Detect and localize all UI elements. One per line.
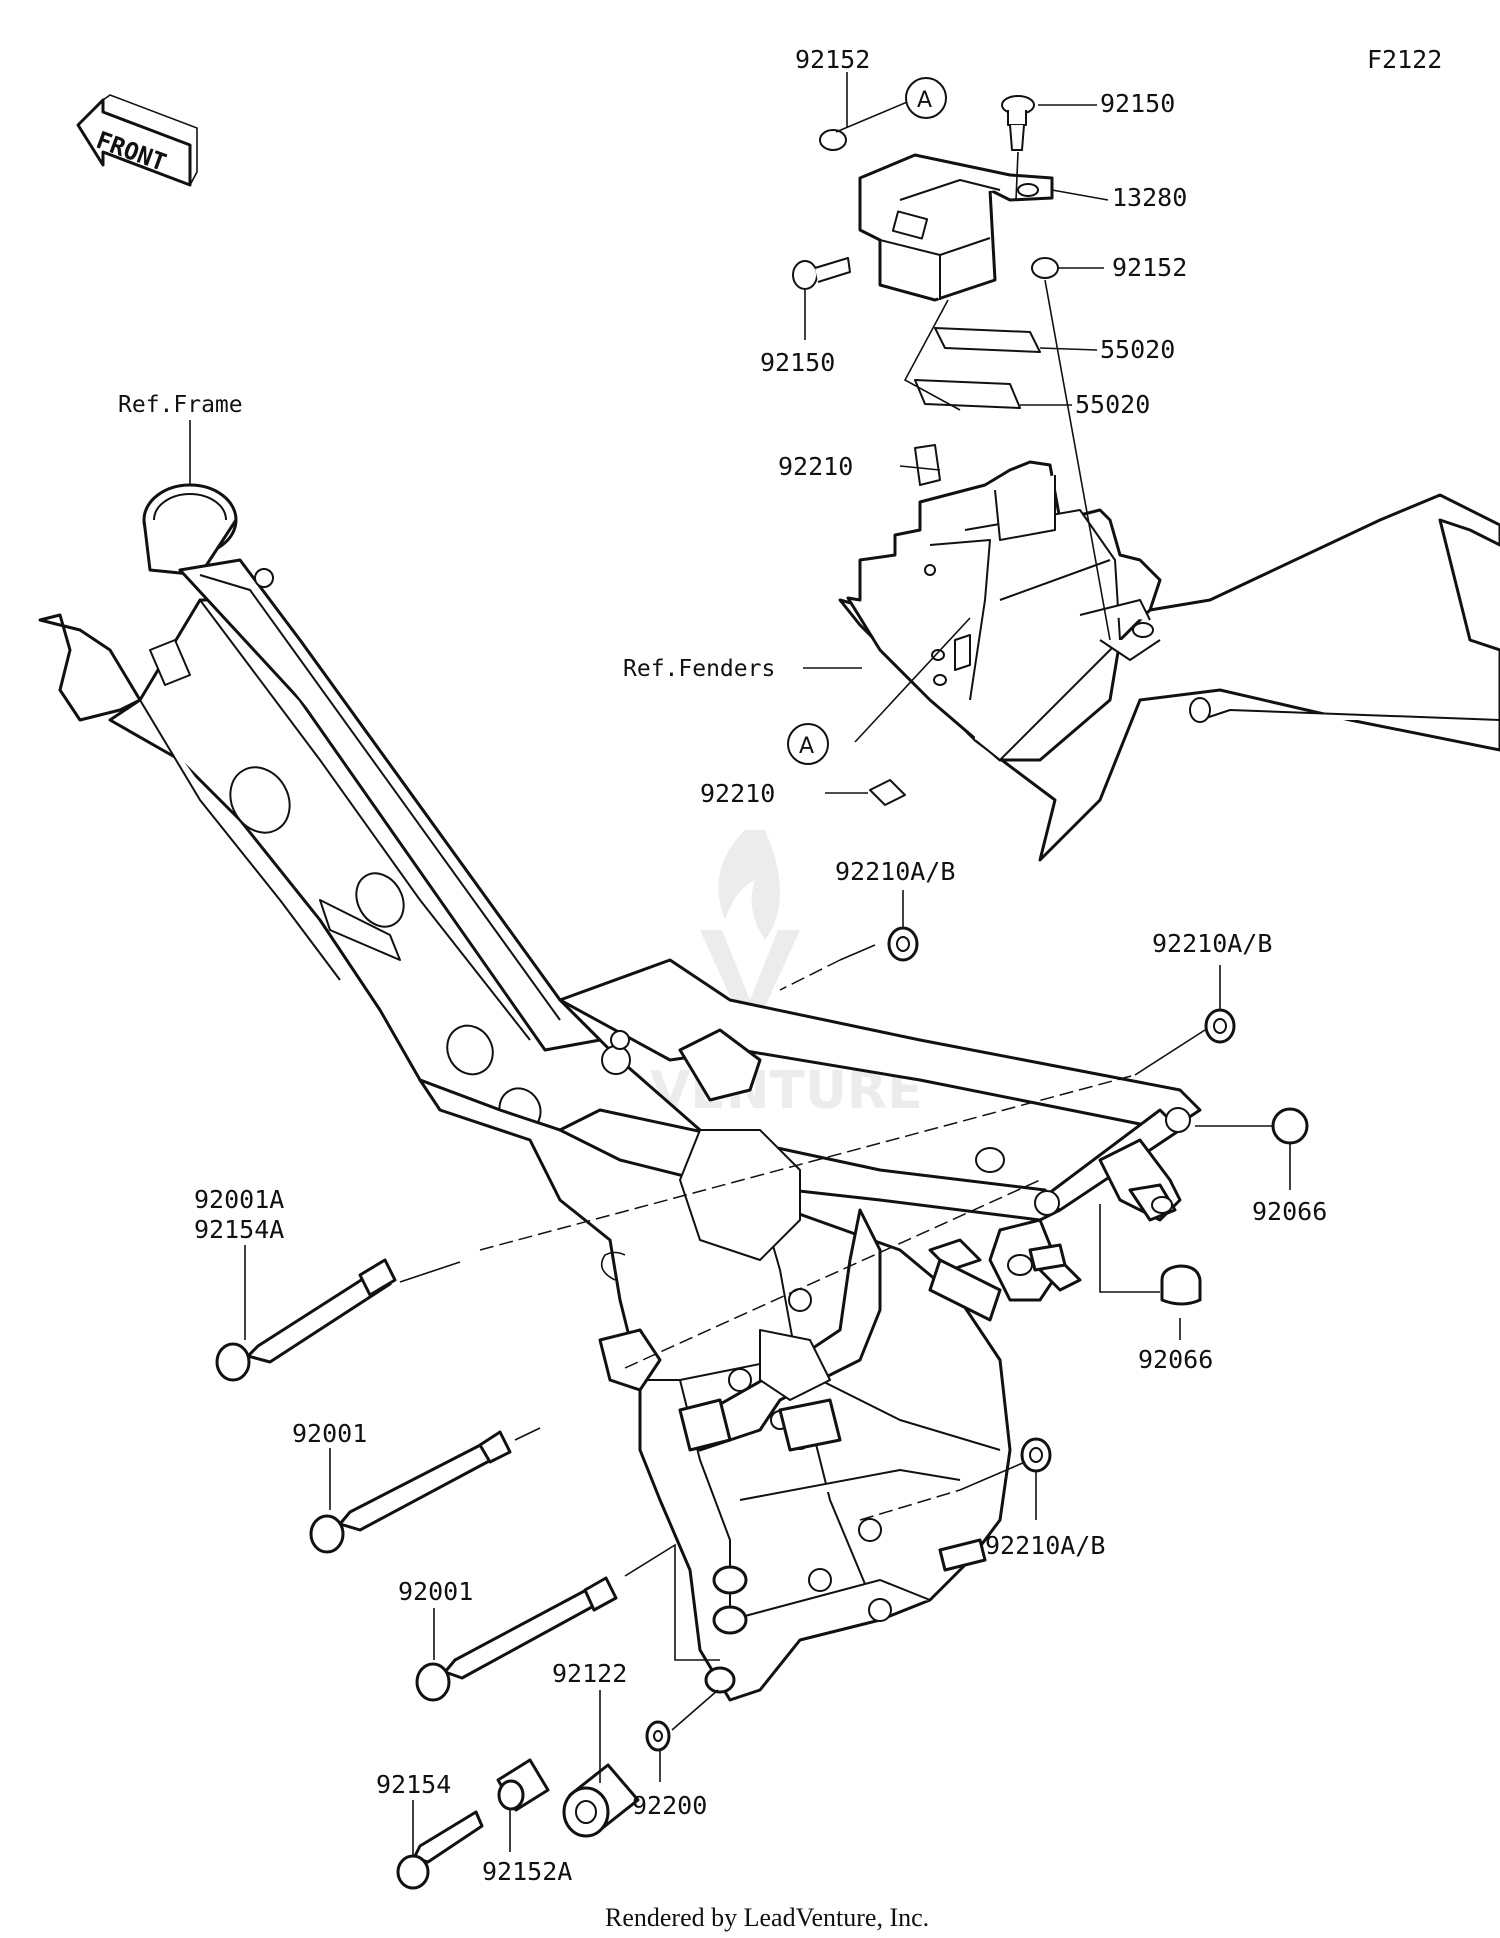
main-frame	[38, 483, 1202, 1702]
bolt-92154	[396, 1810, 484, 1890]
part-number-92066-1: 92066	[1252, 1197, 1327, 1226]
bracket-13280	[858, 153, 1054, 302]
grommet-92152-top	[819, 129, 847, 151]
footer-credit: Rendered by LeadVenture, Inc.	[605, 1903, 929, 1932]
part-number-55020-b: 55020	[1075, 390, 1150, 419]
collar-92152a	[496, 1758, 550, 1812]
washer-92200	[645, 1720, 671, 1752]
part-number-92001-1: 92001	[292, 1419, 367, 1448]
clip-92210-bottom	[869, 779, 906, 806]
part-number-92152-top: 92152	[795, 45, 870, 74]
part-number-92210-bottom: 92210	[700, 779, 775, 808]
part-number-92150-top: 92150	[1100, 89, 1175, 118]
front-arrow-icon: FRONT	[76, 94, 198, 187]
label-55020-a	[934, 327, 1041, 353]
part-number-92150-left: 92150	[760, 348, 835, 377]
diagram-code: F2122	[1367, 45, 1442, 74]
part-number-92210ab-1: 92210A/B	[835, 857, 955, 886]
part-number-92152a: 92152A	[482, 1857, 572, 1886]
cap-92066-a	[1271, 1107, 1309, 1145]
bolt-92001a-92154a	[215, 1258, 397, 1382]
part-number-92001-2: 92001	[398, 1577, 473, 1606]
svg-text:A: A	[917, 88, 932, 113]
part-number-92154a: 92154A	[194, 1215, 284, 1244]
part-number-92210ab-2: 92210A/B	[1152, 929, 1272, 958]
part-number-92154: 92154	[376, 1770, 451, 1799]
label-55020-b	[914, 379, 1021, 409]
part-number-labels: 92152 92150 13280 92152 92150 55020 5502…	[194, 45, 1327, 1886]
callout-a-top: A	[905, 77, 947, 119]
part-number-92200: 92200	[632, 1791, 707, 1820]
fender-assembly	[838, 444, 1500, 862]
svg-text:A: A	[799, 734, 814, 759]
bolt-92150-left	[792, 257, 851, 290]
part-number-92210-top: 92210	[778, 452, 853, 481]
bolt-92001-a	[309, 1430, 512, 1554]
nut-92210ab-right	[1204, 1008, 1236, 1044]
bolt-92001-b	[415, 1576, 618, 1702]
grommet-92152-mid	[1031, 257, 1059, 279]
part-number-92122: 92122	[552, 1659, 627, 1688]
part-number-92152-mid: 92152	[1112, 253, 1187, 282]
collar-92122	[562, 1763, 640, 1838]
bolt-92150-top	[1001, 95, 1035, 151]
part-number-13280: 13280	[1112, 183, 1187, 212]
clip-92210-top	[914, 444, 941, 486]
part-number-92210ab-3: 92210A/B	[985, 1531, 1105, 1560]
cap-92066-b	[1160, 1264, 1202, 1306]
reference-frame: Ref.Frame	[118, 392, 243, 418]
nut-92210ab-bottom	[1020, 1437, 1052, 1473]
part-number-92066-2: 92066	[1138, 1345, 1213, 1374]
nut-92210ab-top	[887, 926, 919, 962]
callout-a-bottom: A	[787, 723, 829, 765]
leader-lines	[189, 72, 1291, 1856]
part-number-92001a: 92001A	[194, 1185, 284, 1214]
ecu-bracket-group	[792, 95, 1059, 411]
reference-fenders: Ref.Fenders	[623, 656, 775, 682]
part-number-55020-a: 55020	[1100, 335, 1175, 364]
